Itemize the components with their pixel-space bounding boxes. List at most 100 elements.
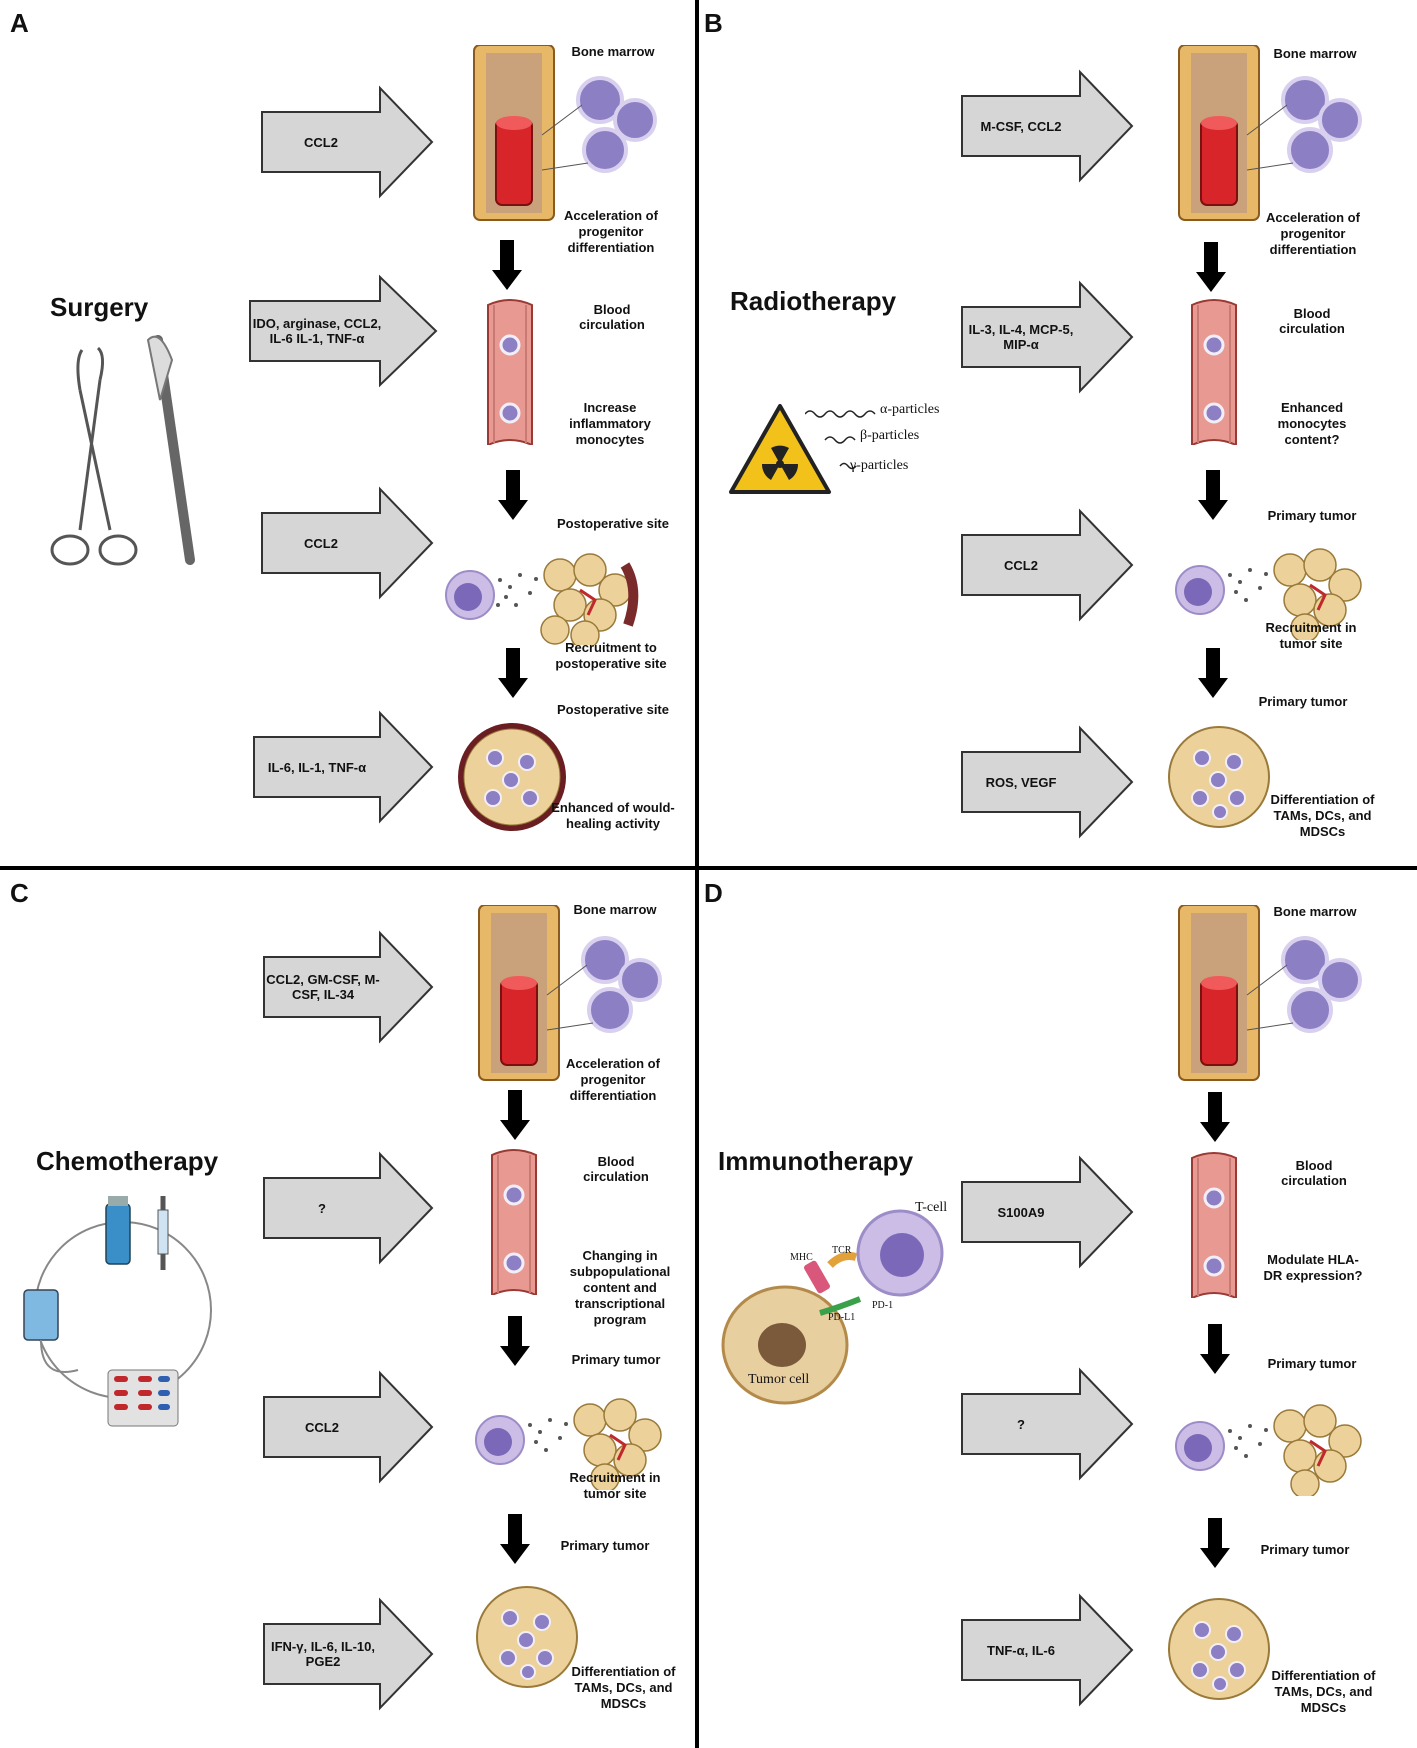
down-arrow [1200,1324,1230,1374]
stage-title: Bone marrow [1273,904,1357,919]
factor-label: CCL2, GM-CSF, M-CSF, IL-34 [266,972,380,1002]
stage-caption: Recruitment in tumor site [1265,620,1357,651]
down-arrow [500,1090,530,1140]
factor-label: ? [1017,1416,1025,1432]
bone-marrow-illustration [1178,45,1362,221]
stage-title: Bone marrow [573,902,657,917]
panel-letter: D [704,878,723,908]
panel-c: C Chemotherapy CCL2, GM-CSF, M-CSF, IL-3… [0,870,700,1748]
factor-label: IL-3, IL-4, MCP-5, MIP-α [968,322,1074,352]
immune-synapse-illustration [721,1209,944,1405]
blood-vessel-illustration [491,1149,537,1295]
factor-arrow [961,1155,1134,1707]
factor-label: IL-6, IL-1, TNF-α [267,759,367,775]
stage-title: Primary tumor [1267,1356,1357,1371]
factor-label: CCL2 [1004,557,1038,573]
tumor-mass-illustration [458,723,566,831]
panel-letter: C [10,878,29,908]
stage-title: Primary tumor [1267,508,1357,523]
horizontal-divider [0,866,1417,870]
recruitment-illustration [1175,1404,1362,1496]
factor-label: CCL2 [304,134,338,150]
treatment-title: Surgery [50,292,149,322]
panel-letter: B [704,8,723,38]
treatment-title: Immunotherapy [718,1146,914,1176]
cell-label-mhc: MHC [790,1252,813,1263]
stage-caption: Differentiation of TAMs, DCs, and MDSCs [1271,1668,1376,1715]
stage-caption: Changing in subpopulational content and … [569,1248,671,1327]
tumor-mass-illustration [1168,1598,1270,1700]
radiation-warning-icon [729,404,831,494]
stage-caption: Acceleration of progenitor differentiati… [566,1056,660,1103]
stage-title: Primary tumor [1258,694,1348,709]
stage-title: Primary tumor [560,1538,650,1553]
stage-caption: Enhanced of would-healing activity [551,800,675,831]
cell-label-tcell: T-cell [915,1200,948,1215]
stage-caption: Modulate HLA-DR expression? [1263,1252,1363,1283]
factor-label: S100A9 [997,1204,1045,1220]
factor-arrow [961,69,1134,839]
treatment-title: Chemotherapy [36,1146,219,1176]
stage-caption: Differentiation of TAMs, DCs, and MDSCs [571,1664,676,1711]
cell-label-tcr: TCR [832,1245,852,1256]
recruitment-illustration [1175,548,1362,640]
stage-caption: Differentiation of TAMs, DCs, and MDSCs [1270,792,1375,839]
stage-caption: Acceleration of progenitor differentiati… [564,208,658,255]
down-arrow [500,1316,530,1366]
cell-label-tumor: Tumor cell [748,1372,810,1387]
blood-vessel-illustration [1191,1152,1237,1298]
stage-title: Primary tumor [1260,1542,1350,1557]
particle-waves-icon [805,410,876,470]
blood-vessel-illustration [1191,299,1237,445]
panel-letter: A [10,8,29,38]
stage-caption: Enhanced monocytes content? [1277,400,1347,447]
bone-marrow-illustration [1178,905,1362,1081]
recruitment-illustration [475,1398,662,1490]
cell-label-pd1: PD-1 [872,1300,894,1311]
stage-caption: Acceleration of progenitor differentiati… [1266,210,1360,257]
blood-vessel-illustration [487,299,533,445]
factor-label: M-CSF, CCL2 [980,118,1062,134]
stage-title: Bone marrow [571,44,655,59]
surgical-instruments-icon [50,335,195,566]
particle-label: β-particles [860,428,920,443]
down-arrow [1200,1518,1230,1568]
down-arrow [1198,648,1228,698]
stage-title: Postoperative site [557,516,669,531]
recruitment-illustration [445,553,639,645]
stage-caption: Recruitment to postoperative site [555,640,667,671]
particle-label: γ-particles [850,458,909,473]
cell-label-pdl1: PD-L1 [828,1312,856,1323]
stage-title: Blood circulation [583,1154,649,1184]
factor-label: IFN-γ, IL-6, IL-10, PGE2 [270,1639,375,1669]
down-arrow [498,648,528,698]
particle-label: α-particles [880,402,940,417]
vertical-divider [695,0,699,1748]
stage-title: Postoperative site [557,702,669,717]
factor-label: ? [318,1200,326,1216]
bone-marrow-illustration [478,905,662,1081]
stage-title: Bone marrow [1273,46,1357,61]
factor-arrow [249,85,438,824]
panel-b: B Radiotherapy α-particles β-particles γ… [700,0,1400,860]
down-arrow [1196,242,1226,292]
down-arrow [1198,470,1228,520]
chemotherapy-cycle-icon [23,1196,212,1427]
stage-caption: Increase inflammatory monocytes [569,400,651,447]
down-arrow [1200,1092,1230,1142]
panel-a: A Surgery CCL2 IDO, argi [0,0,700,860]
tumor-mass-illustration [1168,726,1270,828]
down-arrow [492,240,522,290]
down-arrow [498,470,528,520]
factor-label: ROS, VEGF [985,774,1057,790]
stage-title: Blood circulation [1279,306,1345,336]
stage-title: Blood circulation [579,302,645,332]
factor-label: TNF-α, IL-6 [987,1642,1055,1658]
treatment-title: Radiotherapy [730,286,897,316]
stage-caption: Recruitment in tumor site [569,1470,661,1501]
tumor-mass-illustration [476,1586,578,1688]
factor-arrow [263,930,434,1711]
bone-marrow-illustration [473,45,657,221]
factor-label: CCL2 [304,535,338,551]
